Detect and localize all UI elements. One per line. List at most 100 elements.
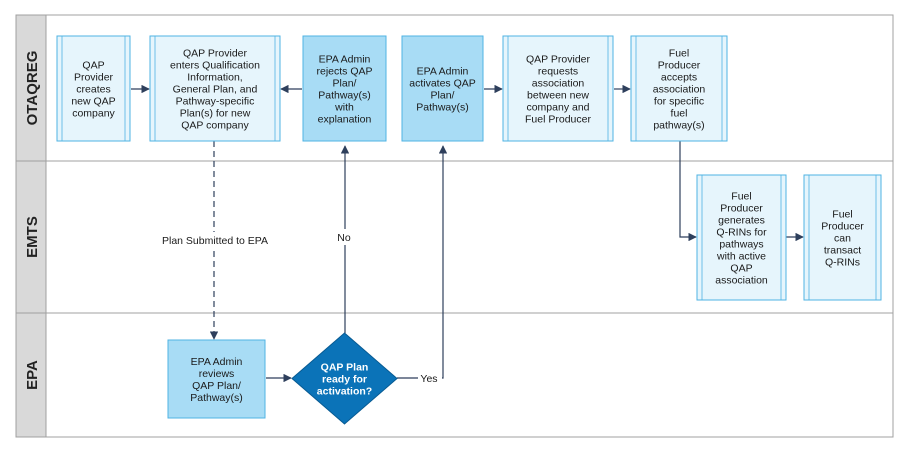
edge-label-text: No xyxy=(337,232,351,244)
process-box xyxy=(502,35,614,142)
node-text-line: association xyxy=(715,275,768,287)
node-text-line: requests xyxy=(538,66,578,78)
node-text-line: explanation xyxy=(318,114,372,126)
node-text-line: with active xyxy=(716,251,766,263)
process-box xyxy=(167,339,266,419)
lane-header xyxy=(15,312,47,438)
node-text-line: Producer xyxy=(720,203,763,215)
node-text-line: Fuel xyxy=(731,191,751,203)
node-text-line: Pathway(s) xyxy=(416,102,469,114)
decision-diamond xyxy=(291,332,398,425)
node-text-line: General Plan, and xyxy=(173,84,258,96)
edge-label-bg xyxy=(334,229,356,245)
lane-label: OTAQREG xyxy=(24,51,41,126)
node-text-line: Q-RINs for xyxy=(716,227,767,239)
node-text-line: QAP xyxy=(730,263,752,275)
node-text-line: Fuel Producer xyxy=(525,114,591,126)
node-text-line: Information, xyxy=(187,72,242,84)
edge-accept-to-generate xyxy=(679,141,697,242)
node-text-line: association xyxy=(532,78,585,90)
node-text-line: reviews xyxy=(199,368,235,380)
edge-label-text: Yes xyxy=(420,373,437,385)
lane-label: EPA xyxy=(24,360,41,390)
edge-decision-yes xyxy=(397,145,448,379)
process-box xyxy=(302,35,387,142)
node-text-line: activation? xyxy=(317,386,372,398)
edge-label-no: No xyxy=(334,229,356,245)
node-text-line: QAP xyxy=(82,60,104,72)
lane-header xyxy=(15,14,47,162)
node-text-line: company and xyxy=(526,102,589,114)
node-text-line: QAP Plan/ xyxy=(192,380,241,392)
node-text-line: Provider xyxy=(74,72,114,84)
node-text-line: Fuel xyxy=(669,48,689,60)
node-text-line: Plan(s) for new xyxy=(180,108,251,120)
node-text-line: Plan/ xyxy=(431,90,455,102)
process-box xyxy=(696,174,787,301)
edge-label-bg xyxy=(418,371,442,385)
node-text-line: association xyxy=(653,84,706,96)
node-text-line: Pathway(s) xyxy=(318,90,371,102)
process-box xyxy=(56,35,131,142)
node-text-line: QAP Provider xyxy=(526,54,591,66)
node-text-line: with xyxy=(334,102,354,114)
node-text-line: Q-RINs xyxy=(825,257,860,269)
lane-body xyxy=(15,312,894,438)
node-text-line: QAP Plan xyxy=(321,362,369,374)
node-text-line: QAP Provider xyxy=(183,48,248,60)
process-box xyxy=(149,35,281,142)
node-text-line: pathway(s) xyxy=(653,120,704,132)
node-text-line: Plan/ xyxy=(333,78,357,90)
node-text-line: company xyxy=(72,108,115,120)
process-box xyxy=(630,35,728,142)
node-text-line: accepts xyxy=(661,72,697,84)
node-text-line: QAP company xyxy=(181,120,249,132)
edge-label-bg xyxy=(160,232,270,248)
node-text-line: Fuel xyxy=(832,209,852,221)
process-box xyxy=(401,35,484,142)
node-text-line: Pathway(s) xyxy=(190,392,243,404)
node-text-line: fuel xyxy=(671,108,688,120)
node-text-line: rejects QAP xyxy=(316,66,372,78)
lane-header xyxy=(15,160,47,314)
node-text-line: Producer xyxy=(658,60,701,72)
node-text-line: for specific xyxy=(654,96,704,108)
node-text-line: ready for xyxy=(322,374,367,386)
lane-epa: EPA xyxy=(15,312,894,438)
node-text-line: activates QAP xyxy=(409,78,476,90)
node-text-line: transact xyxy=(824,245,861,257)
node-text-line: Producer xyxy=(821,221,864,233)
lane-label: EMTS xyxy=(24,216,41,258)
node-text-line: new QAP xyxy=(71,96,115,108)
node-text-line: EPA Admin xyxy=(417,66,469,78)
edge-label-text: Plan Submitted to EPA xyxy=(162,235,268,247)
node-text-line: EPA Admin xyxy=(191,356,243,368)
process-box xyxy=(803,174,882,301)
edge-label-plan-submitted: Plan Submitted to EPA xyxy=(160,232,270,248)
node-text-line: can xyxy=(834,233,851,245)
node-text-line: between new xyxy=(527,90,589,102)
node-text-line: enters Qualification xyxy=(170,60,260,72)
edge-label-yes: Yes xyxy=(418,371,442,385)
node-text-line: Pathway-specific xyxy=(176,96,255,108)
